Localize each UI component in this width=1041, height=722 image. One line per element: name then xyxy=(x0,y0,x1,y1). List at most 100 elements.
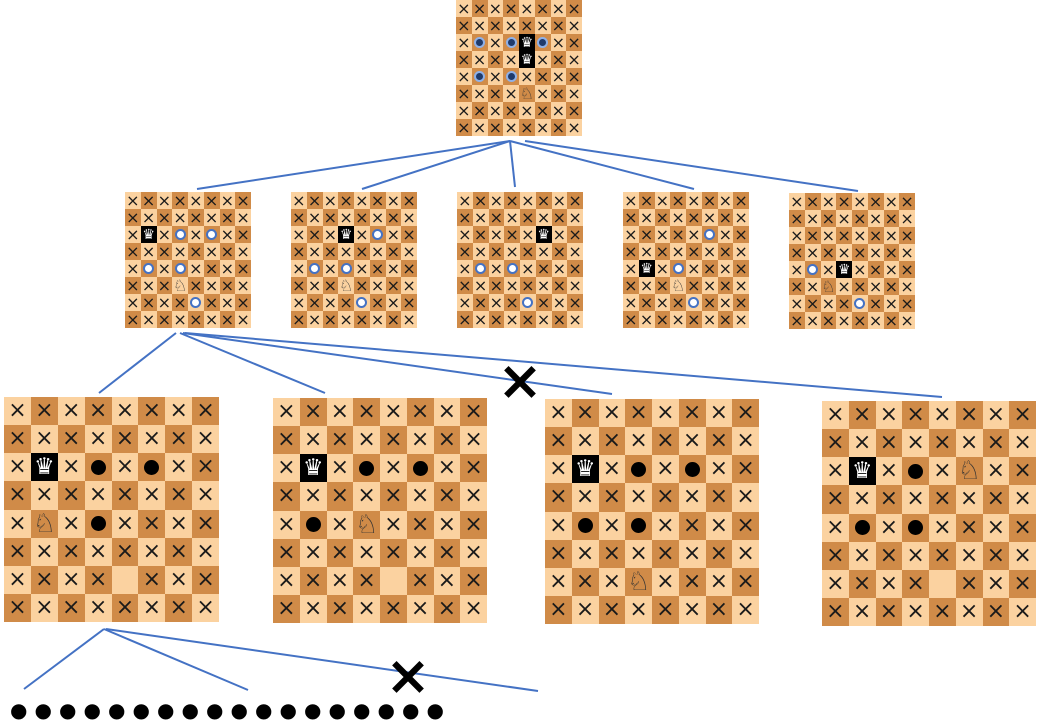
attacked-cross-mark: × xyxy=(826,598,845,624)
attacked-cross-mark: × xyxy=(709,512,729,538)
board-square: × xyxy=(306,192,323,209)
attacked-cross-mark: × xyxy=(330,455,350,481)
attacked-cross-mark: × xyxy=(549,400,568,426)
attacked-cross-mark: × xyxy=(734,226,748,243)
board-square: × xyxy=(545,595,572,624)
attacked-cross-mark: × xyxy=(458,209,472,226)
attacked-cross-mark: × xyxy=(826,430,845,456)
attacked-cross-mark: × xyxy=(655,226,670,243)
attacked-cross-mark: × xyxy=(370,311,385,328)
attacked-cross-mark: × xyxy=(141,294,156,311)
board-square: × xyxy=(717,277,734,294)
continuation-dot: ● xyxy=(255,698,273,722)
attacked-cross-mark: × xyxy=(323,260,338,277)
board-square: × xyxy=(732,511,759,540)
knight-piece-icon: ♘ xyxy=(354,510,379,539)
board-square: × xyxy=(460,454,487,483)
board-square: × xyxy=(520,192,536,209)
board-square: × xyxy=(488,226,505,243)
candidate-ring-marker xyxy=(688,297,700,308)
board-square xyxy=(678,455,706,484)
attacked-cross-mark: × xyxy=(303,595,323,621)
attacked-cross-mark: × xyxy=(142,594,162,620)
board-square: × xyxy=(125,243,141,260)
attacked-cross-mark: × xyxy=(959,430,979,456)
board-square: × xyxy=(836,210,852,227)
attacked-cross-mark: × xyxy=(236,192,250,209)
board-square: × xyxy=(836,227,852,244)
attacked-cross-mark: × xyxy=(536,260,551,277)
board-square: × xyxy=(401,243,417,260)
attacked-cross-mark: × xyxy=(8,398,27,424)
tree-edge xyxy=(524,140,859,192)
board-square: ♘ xyxy=(338,277,354,294)
attacked-cross-mark: × xyxy=(277,455,296,481)
attacked-cross-mark: × xyxy=(357,399,376,425)
continuation-dot: ● xyxy=(206,698,224,722)
attacked-cross-mark: × xyxy=(457,119,471,136)
attacked-cross-mark: × xyxy=(821,227,836,244)
attacked-cross-mark: × xyxy=(1013,486,1032,512)
board-square: × xyxy=(654,294,671,311)
attacked-cross-mark: × xyxy=(386,243,401,260)
board-square: × xyxy=(306,294,323,311)
board-square xyxy=(354,294,370,311)
board-square: × xyxy=(326,566,354,595)
attacked-cross-mark: × xyxy=(521,192,535,209)
attacked-cross-mark: × xyxy=(35,566,54,592)
board-square: × xyxy=(487,34,504,51)
board-square: × xyxy=(354,192,370,209)
attacked-cross-mark: × xyxy=(624,209,638,226)
board-square: ♛ xyxy=(571,455,599,484)
board-square: × xyxy=(623,311,639,328)
board-square: × xyxy=(652,399,679,428)
candidate-ring-marker xyxy=(474,71,486,82)
board-square: × xyxy=(804,193,821,210)
board-square: × xyxy=(188,243,204,260)
attacked-cross-mark: × xyxy=(837,295,851,312)
board-square: × xyxy=(460,482,487,511)
attacked-cross-mark: × xyxy=(656,428,675,454)
board-square xyxy=(686,294,702,311)
board-square: × xyxy=(401,226,417,243)
board-square: × xyxy=(306,277,323,294)
board-square: × xyxy=(551,311,568,328)
board-square: × xyxy=(299,594,327,623)
board-square: × xyxy=(551,294,568,311)
attacked-cross-mark: × xyxy=(853,227,867,244)
board-square: × xyxy=(875,429,903,458)
attacked-cross-mark: × xyxy=(709,568,729,594)
attacked-cross-mark: × xyxy=(141,277,156,294)
board-square xyxy=(902,457,929,486)
attacked-cross-mark: × xyxy=(736,512,755,538)
board-square: × xyxy=(140,311,157,328)
board-square: × xyxy=(471,119,488,136)
attacked-cross-mark: × xyxy=(292,311,306,328)
attacked-cross-mark: × xyxy=(879,598,899,624)
attacked-cross-mark: × xyxy=(126,209,140,226)
attacked-cross-mark: × xyxy=(837,210,851,227)
board-square: × xyxy=(955,513,983,542)
board-square: × xyxy=(460,398,487,427)
board-square: × xyxy=(534,0,551,17)
attacked-cross-mark: × xyxy=(624,226,638,243)
board-square: × xyxy=(732,567,759,596)
board-square: × xyxy=(487,85,504,102)
attacked-cross-mark: × xyxy=(189,260,203,277)
board-square: × xyxy=(30,425,58,454)
attacked-cross-mark: × xyxy=(277,539,296,565)
attacked-cross-mark: × xyxy=(624,294,638,311)
board-square: × xyxy=(291,209,307,226)
board-square: × xyxy=(433,566,461,595)
continuation-dot: ● xyxy=(279,698,297,722)
attacked-cross-mark: × xyxy=(173,209,187,226)
attacked-cross-mark: × xyxy=(488,51,503,68)
board-square: × xyxy=(125,294,141,311)
attacked-cross-mark: × xyxy=(852,598,872,624)
board-square: × xyxy=(4,565,31,594)
attacked-cross-mark: × xyxy=(35,538,54,564)
attacked-cross-mark: × xyxy=(488,102,503,119)
attacked-cross-mark: × xyxy=(141,192,156,209)
attacked-cross-mark: × xyxy=(575,428,595,454)
attacked-cross-mark: × xyxy=(933,458,952,484)
